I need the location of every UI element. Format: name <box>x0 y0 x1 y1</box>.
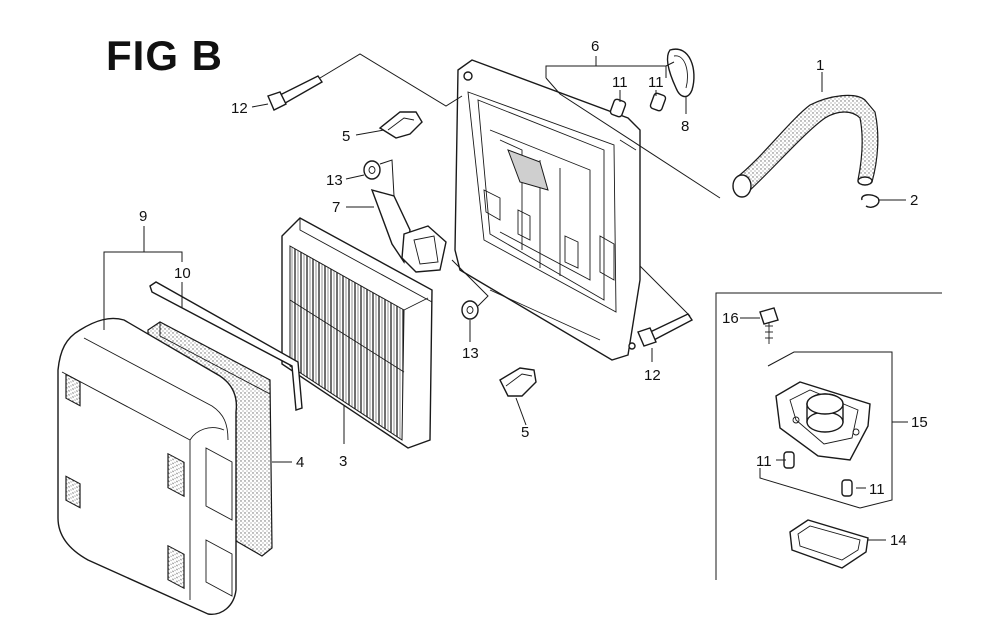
callout-5-upper: 5 <box>342 128 350 145</box>
callout-12-upper: 12 <box>231 100 248 117</box>
callout-13-upper: 13 <box>326 172 343 189</box>
inset-bolt <box>759 307 779 344</box>
callout-4: 4 <box>296 454 304 471</box>
figure-title: FIG B <box>106 32 223 79</box>
gasket-ring <box>666 48 695 98</box>
callout-13-lower: 13 <box>462 345 479 362</box>
seal-strip <box>149 281 303 411</box>
tube-clip <box>861 194 880 208</box>
pin-set-upper <box>609 92 667 118</box>
callout-12-lower: 12 <box>644 367 661 384</box>
nut-upper <box>363 160 381 180</box>
pin-set-lower <box>783 451 853 497</box>
nut-lower <box>461 300 479 320</box>
callout-1: 1 <box>816 57 824 74</box>
bracket <box>370 188 447 273</box>
callout-15: 15 <box>911 414 928 431</box>
breather-tube <box>732 94 879 198</box>
callout-labels: 1 2 3 4 5 5 6 7 8 9 10 11 11 11 11 12 12… <box>139 38 928 549</box>
paper-filter-element <box>281 217 433 449</box>
callout-11-lower-right: 11 <box>869 481 885 498</box>
callout-6: 6 <box>591 38 599 55</box>
inset-frame <box>715 292 942 580</box>
callout-3: 3 <box>339 453 347 470</box>
bolt-upper <box>267 75 323 111</box>
callout-2: 2 <box>910 192 918 209</box>
callout-7: 7 <box>332 199 340 216</box>
callout-11-upper-left: 11 <box>612 74 628 91</box>
callout-5-lower: 5 <box>521 424 529 441</box>
air-cleaner-cover <box>57 317 238 615</box>
clip-upper <box>378 111 423 139</box>
air-cleaner-case <box>454 59 641 361</box>
inset-gasket <box>789 519 869 569</box>
callout-11-upper-right: 11 <box>648 74 664 91</box>
clip-lower <box>499 367 537 397</box>
bolt-lower <box>637 313 694 347</box>
callout-8: 8 <box>681 118 689 135</box>
leader-lines <box>103 53 908 541</box>
callout-10: 10 <box>174 265 191 282</box>
callout-14: 14 <box>890 532 907 549</box>
cap-housing <box>775 381 871 461</box>
callout-9: 9 <box>139 208 147 225</box>
callout-11-lower-left: 11 <box>756 453 772 470</box>
callout-16: 16 <box>722 310 739 327</box>
